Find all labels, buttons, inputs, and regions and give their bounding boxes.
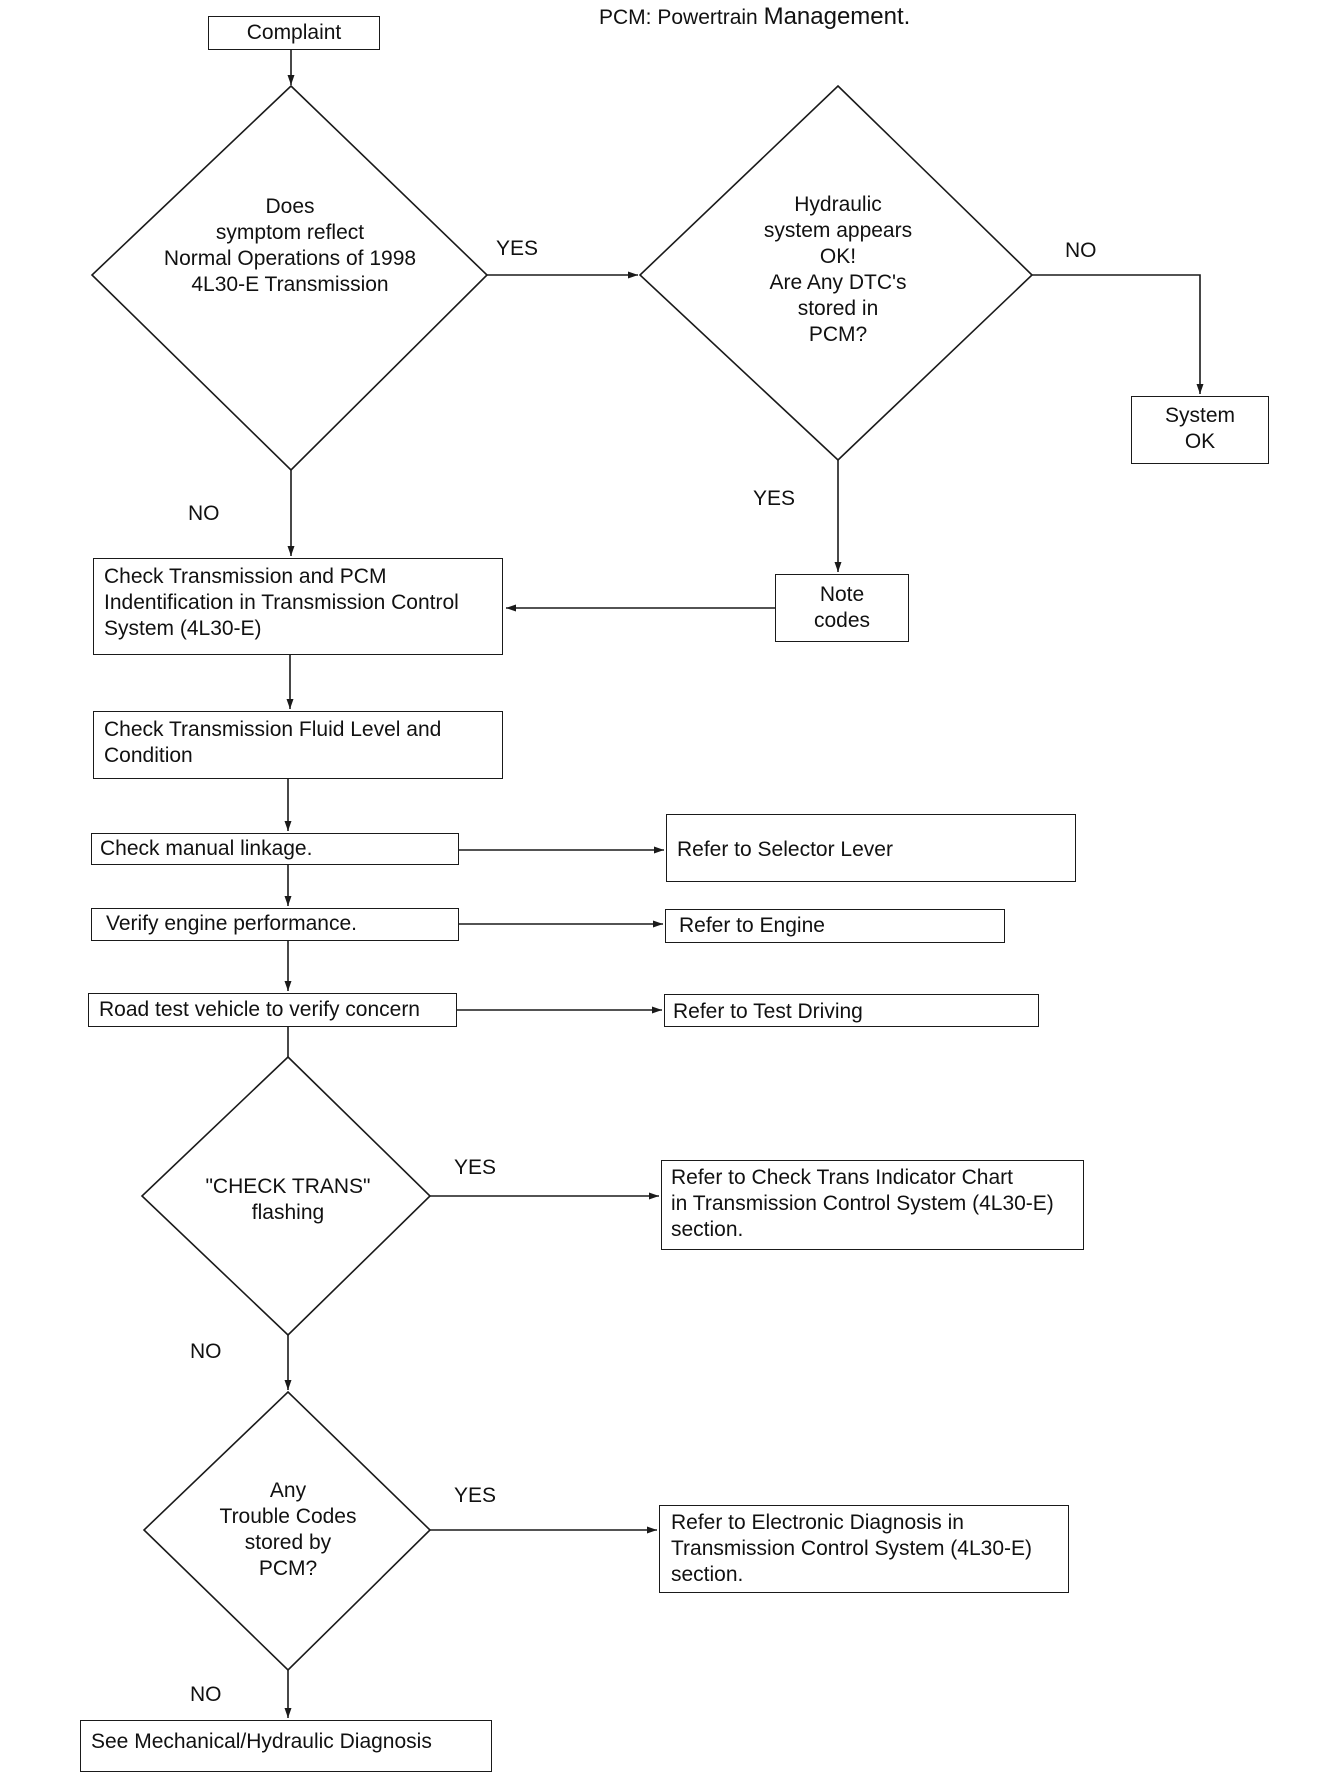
note-big: Management. (763, 3, 911, 30)
label-check-trans-yes: YES (454, 1156, 497, 1179)
note-small: Powertrain (657, 6, 758, 29)
edge-q-hydraulic-no (1032, 274, 1204, 394)
check-linkage-box: Check manual linkage. (91, 833, 459, 865)
system-ok-box: System OK (1131, 396, 1269, 464)
label-normal-ops-yes: YES (496, 237, 539, 260)
ref-selector-lever-box: Refer to Selector Lever (666, 814, 1076, 882)
label-trouble-codes-yes: YES (454, 1484, 497, 1507)
mech-hydraulic-diag-box: See Mechanical/Hydraulic Diagnosis (80, 1720, 492, 1772)
pcm-abbreviation-note: PCM: Powertrain Management. (599, 5, 910, 30)
ref-check-trans-chart-box: Refer to Check Trans Indicator Chart in … (661, 1160, 1084, 1250)
note-codes-box: Note codes (775, 574, 909, 642)
decision-text-hydraulic-dtc: Hydraulic system appears OK! Are Any DTC… (763, 193, 913, 346)
decision-text-normal-ops: Does symptom reflect Normal Operations o… (163, 195, 417, 296)
verify-engine-box: Verify engine performance. (91, 908, 459, 941)
decision-text-trouble-codes: Any Trouble Codes stored by PCM? (219, 1479, 357, 1580)
label-hydraulic-yes: YES (753, 487, 796, 510)
road-test-box: Road test vehicle to verify concern (88, 993, 457, 1027)
ref-test-driving-box: Refer to Test Driving (664, 994, 1039, 1027)
label-hydraulic-no: NO (1065, 239, 1097, 262)
note-prefix: PCM: (599, 6, 652, 29)
label-check-trans-no: NO (190, 1340, 222, 1363)
complaint-box: Complaint (208, 16, 380, 50)
label-trouble-codes-no: NO (190, 1683, 222, 1706)
check-trans-pcm-id-box: Check Transmission and PCM Indentificati… (93, 558, 503, 655)
decision-text-check-trans: "CHECK TRANS" flashing (205, 1175, 371, 1224)
check-fluid-box: Check Transmission Fluid Level and Condi… (93, 711, 503, 779)
ref-electronic-diag-box: Refer to Electronic Diagnosis in Transmi… (659, 1505, 1069, 1593)
label-normal-ops-no: NO (188, 502, 220, 525)
ref-engine-box: Refer to Engine (665, 909, 1005, 943)
